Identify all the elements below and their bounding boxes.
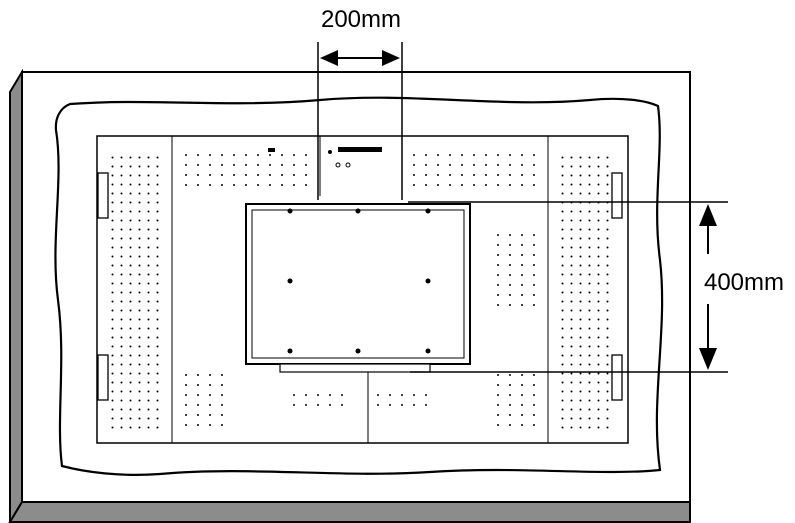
arrow-right-icon <box>382 50 400 66</box>
mounting-hole-icon <box>425 278 431 284</box>
arrow-down-icon <box>699 348 717 370</box>
horizontal-dimension: 200mm <box>317 6 403 200</box>
label-tab <box>268 148 275 152</box>
vertical-dimension: 400mm <box>408 201 784 373</box>
mounting-hole-icon <box>425 348 431 354</box>
handle-icon <box>97 172 109 219</box>
vent-grid-bottom-center-right <box>372 390 432 414</box>
mount-plate-connector-bar <box>279 363 431 373</box>
mounting-hole-icon <box>425 208 431 214</box>
connector-strip <box>338 147 382 152</box>
wall-board-side <box>9 68 23 523</box>
handle-icon <box>611 354 623 401</box>
vent-grid-top-right <box>412 150 537 192</box>
vertical-dimension-label: 400mm <box>704 269 784 296</box>
port-icon <box>335 162 341 168</box>
vent-grid-right-inner <box>490 228 538 308</box>
vesa-mount-plate <box>245 203 471 373</box>
mounting-hole-icon <box>355 208 361 214</box>
mount-plate-outline <box>245 203 471 365</box>
port-icon <box>345 162 351 168</box>
mounting-hole-icon <box>287 278 293 284</box>
handle-icon <box>97 354 109 401</box>
arrow-left-icon <box>320 50 338 66</box>
arrow-up-icon <box>699 204 717 226</box>
handle-icon <box>611 172 623 219</box>
horizontal-dimension-label: 200mm <box>321 6 401 33</box>
vent-grid-top-left <box>185 150 310 192</box>
port-icon <box>328 150 332 154</box>
vent-grid-left <box>110 150 160 432</box>
mounting-hole-icon <box>287 348 293 354</box>
vent-grid-bottom-center-left <box>290 390 350 414</box>
mounting-hole-icon <box>287 208 293 214</box>
mounting-hole-icon <box>355 348 361 354</box>
wall-board-bottom <box>8 501 691 523</box>
vent-grid-right <box>560 150 610 432</box>
protective-cloth <box>54 96 664 476</box>
vent-grid-bottom-right <box>492 368 537 428</box>
vent-grid-bottom-left <box>185 368 230 428</box>
